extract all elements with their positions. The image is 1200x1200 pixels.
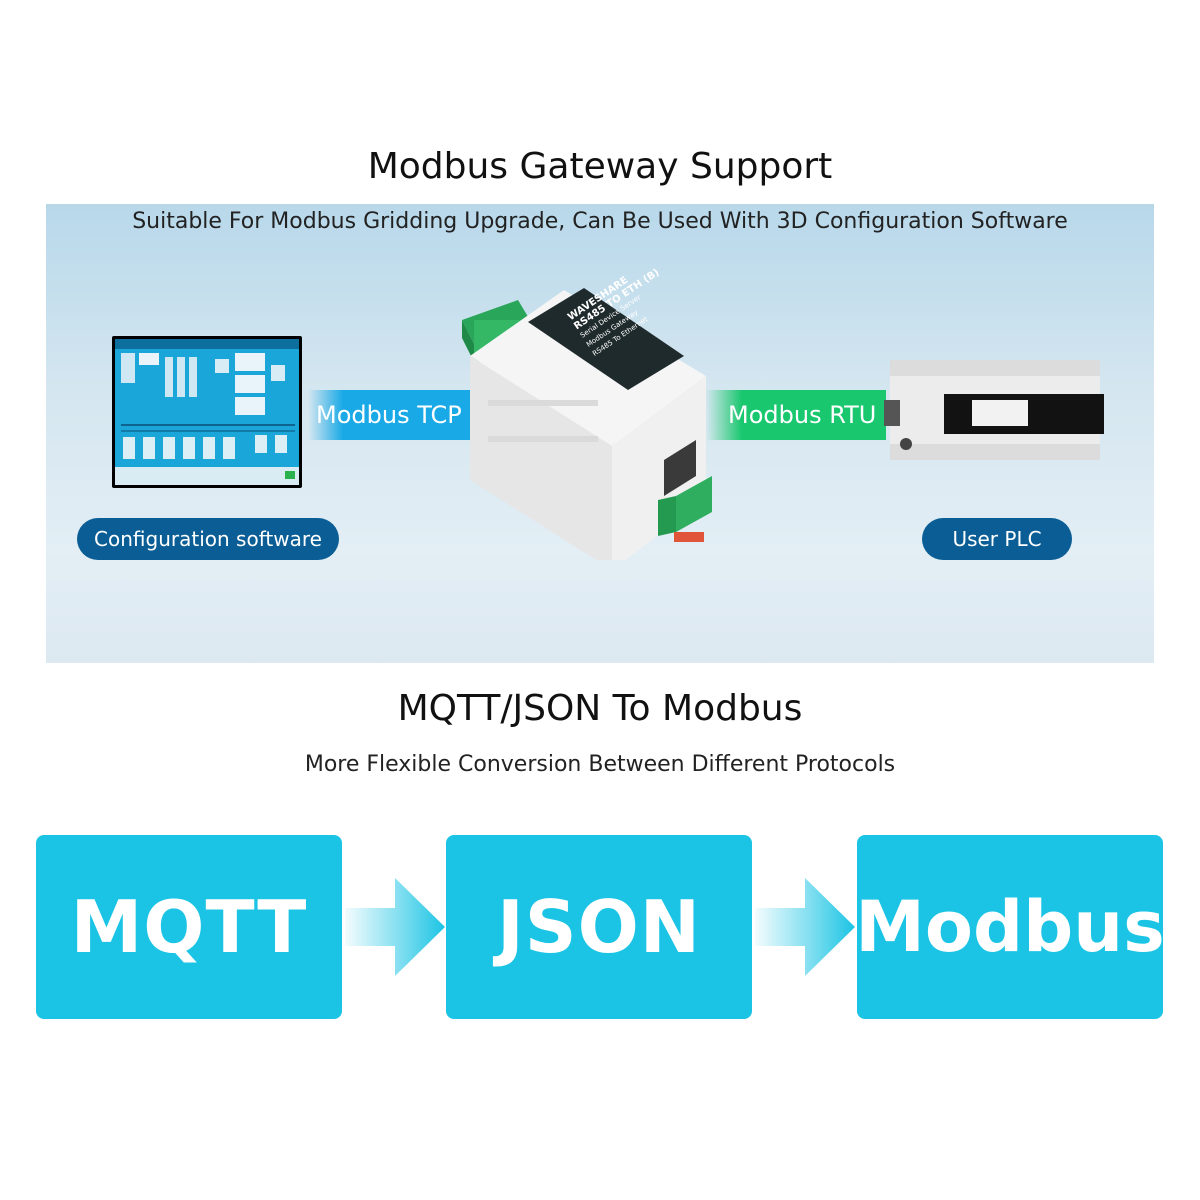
plc-device-image [884, 360, 1104, 460]
mqtt-box: MQTT [36, 835, 342, 1019]
modbus-rtu-label: Modbus RTU [728, 401, 877, 429]
gateway-illustration-panel: Suitable For Modbus Gridding Upgrade, Ca… [46, 204, 1154, 663]
configuration-software-screenshot [112, 336, 302, 488]
user-plc-label: User PLC [922, 518, 1072, 560]
section1-subtitle: Suitable For Modbus Gridding Upgrade, Ca… [132, 209, 1068, 234]
mqtt-label: MQTT [70, 885, 308, 969]
modbus-tcp-label: Modbus TCP [316, 401, 462, 429]
json-label: JSON [496, 885, 702, 969]
configuration-software-label: Configuration software [77, 518, 339, 560]
section2-title: MQTT/JSON To Modbus [397, 688, 803, 729]
modbus-box: Modbus [855, 835, 1165, 1019]
arrow-right-icon [755, 878, 855, 976]
section2-subtitle: More Flexible Conversion Between Differe… [304, 752, 896, 777]
modbus-rtu-banner: Modbus RTU [706, 390, 886, 440]
rs485-to-eth-device: WAVESHARE RS485 TO ETH (B) Serial Device… [458, 260, 718, 570]
json-box: JSON [446, 835, 752, 1019]
section1-title: Modbus Gateway Support [367, 146, 833, 187]
arrow-right-icon [345, 878, 445, 976]
modbus-label: Modbus [855, 886, 1165, 968]
